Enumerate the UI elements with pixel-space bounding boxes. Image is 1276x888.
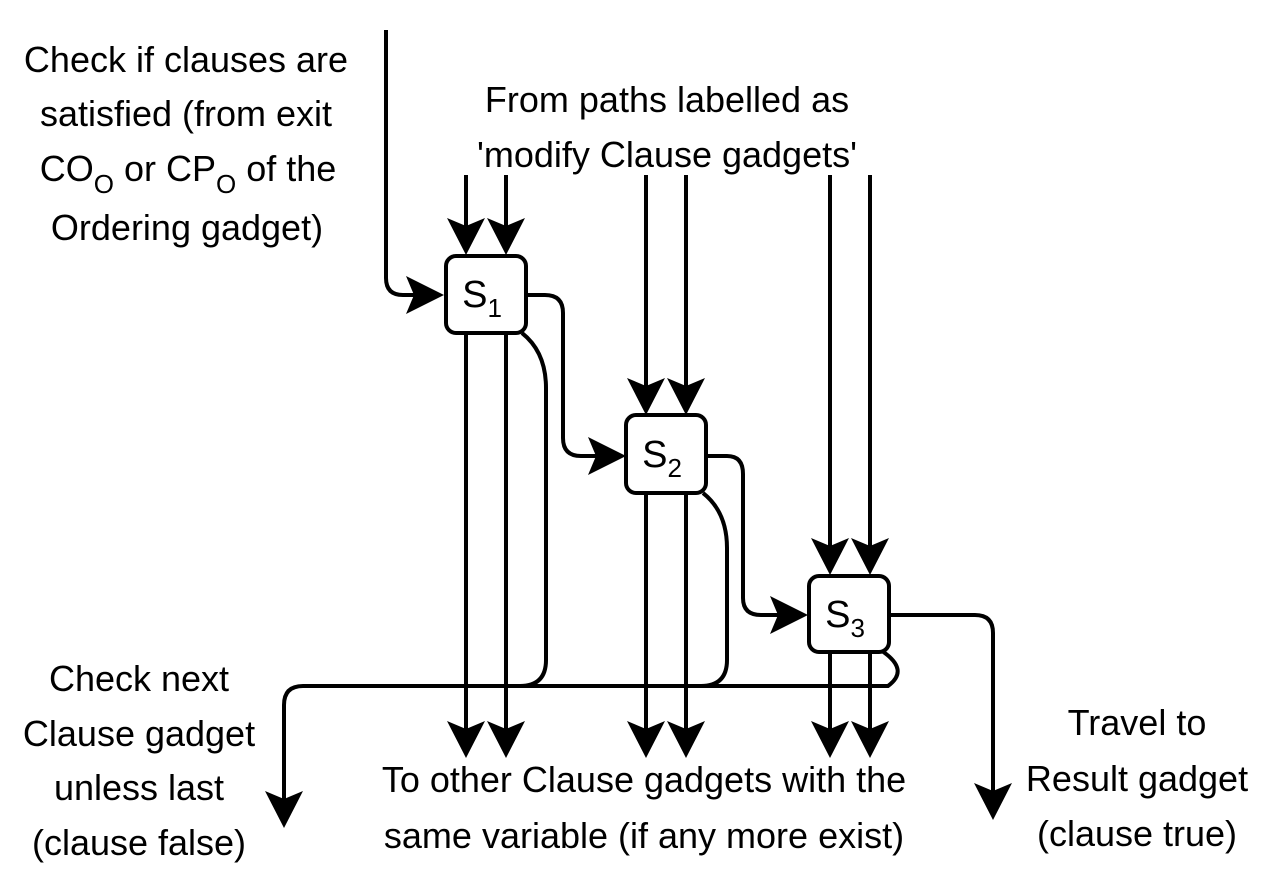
arrowhead-out-5: [811, 721, 849, 758]
false-edge-s2: [700, 491, 729, 688]
node-s3-letter: S: [825, 594, 850, 636]
arrowhead-out-4: [667, 721, 705, 758]
arrowhead-s1-in-b: [487, 218, 525, 255]
check-satisfied-line-2: satisfied (from exit: [40, 93, 332, 134]
arrowhead-s3-in-b: [851, 538, 889, 575]
label-to-other: To other Clause gadgets with the same va…: [382, 759, 906, 856]
arrowhead-chain-s2: [588, 437, 626, 475]
arrowheads: [265, 218, 1012, 828]
false-edge-s1: [519, 331, 548, 688]
arrowhead-s1-in-a: [447, 218, 485, 255]
travel-line-1: Travel to: [1068, 702, 1207, 743]
label-from-paths: From paths labelled as 'modify Clause ga…: [477, 79, 857, 175]
check-next-line-1: Check next: [49, 658, 229, 699]
check-satisfied-line-4: Ordering gadget): [51, 207, 323, 248]
arrowhead-s2-in-b: [667, 378, 705, 415]
node-s1-sub: 1: [487, 293, 501, 323]
from-paths-line-2: 'modify Clause gadgets': [477, 134, 857, 175]
to-other-line-2: same variable (if any more exist): [384, 815, 904, 856]
svg-text:S2: S2: [642, 434, 682, 483]
node-s3: S3: [807, 574, 891, 654]
travel-line-3: (clause true): [1037, 813, 1237, 854]
entry-edge: [384, 30, 422, 297]
travel-line-2: Result gadget: [1026, 758, 1248, 799]
label-travel: Travel to Result gadget (clause true): [1026, 702, 1248, 854]
check-next-line-4: (clause false): [32, 822, 246, 863]
chain-s2-s3: [706, 454, 786, 617]
check-next-line-2: Clause gadget: [23, 713, 255, 754]
node-s2-sub: 2: [667, 453, 681, 483]
arrowhead-entry: [406, 276, 444, 314]
check-satisfied-line-3: COO or CPO of the: [40, 148, 337, 199]
svg-text:S3: S3: [825, 594, 865, 643]
result-edge: [889, 613, 995, 800]
check-satisfied-line-1: Check if clauses are: [24, 39, 348, 80]
arrowhead-chain-s3: [770, 596, 808, 634]
edges: [282, 30, 995, 808]
node-s2-letter: S: [642, 434, 667, 476]
label-check-next: Check next Clause gadget unless last (cl…: [23, 658, 255, 863]
to-other-line-1: To other Clause gadgets with the: [382, 759, 906, 800]
node-s3-sub: 3: [850, 613, 864, 643]
chain-s1-s2: [526, 293, 602, 458]
label-check-satisfied: Check if clauses are satisfied (from exi…: [24, 39, 348, 248]
arrowhead-out-1: [447, 721, 485, 758]
node-s1-letter: S: [462, 274, 487, 316]
from-paths-line-1: From paths labelled as: [485, 79, 849, 120]
node-s2: S2: [624, 413, 708, 495]
arrowhead-result: [974, 783, 1012, 820]
node-s1: S1: [444, 254, 528, 335]
svg-text:S1: S1: [462, 274, 502, 323]
check-next-line-3: unless last: [54, 767, 224, 808]
arrowhead-out-3: [627, 721, 665, 758]
arrowhead-s3-in-a: [811, 538, 849, 575]
arrowhead-false: [265, 791, 303, 828]
arrowhead-out-2: [487, 721, 525, 758]
arrowhead-out-6: [851, 721, 889, 758]
false-edge-main: [282, 649, 900, 808]
arrowhead-s2-in-a: [627, 378, 665, 415]
